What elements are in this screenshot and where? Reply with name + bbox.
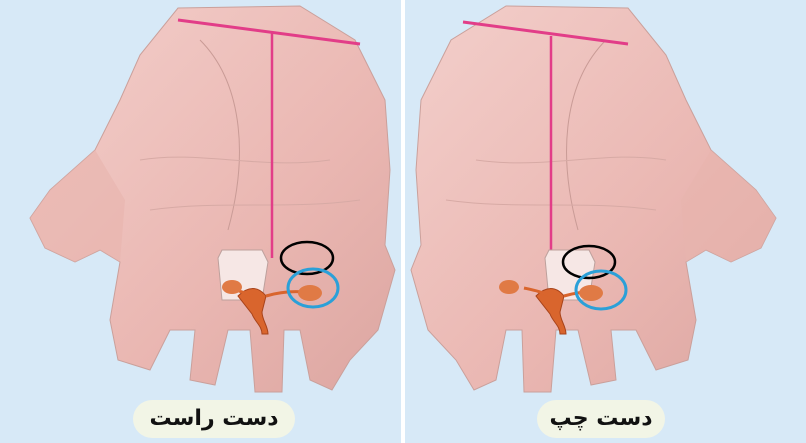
left-hand-caption: دست چپ bbox=[537, 400, 665, 438]
right-hand-illustration bbox=[0, 0, 401, 443]
right-hand-caption: دست راست bbox=[133, 400, 295, 438]
right-hand-panel: دست راست bbox=[0, 0, 401, 443]
left-hand-panel: دست چپ bbox=[405, 0, 806, 443]
left-hand-illustration bbox=[405, 0, 806, 443]
